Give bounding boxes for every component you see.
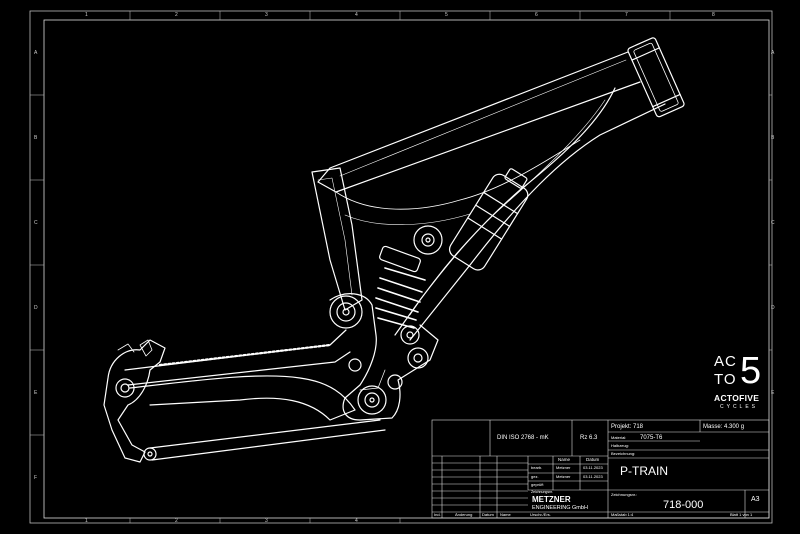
zone-col-2: 2 (175, 12, 178, 18)
company-sub: ENGINEERING GmbH (532, 505, 588, 511)
logo-brand: ACTOFIVE (714, 393, 760, 403)
top-tube (317, 51, 641, 193)
title-block-lines (431, 419, 770, 519)
name-header: Name (558, 457, 571, 462)
rear-dropout (103, 339, 166, 463)
lower-link (149, 419, 386, 461)
zone-row-B-right: B (771, 135, 775, 141)
zone-row-C-right: C (771, 220, 775, 226)
zone-col-7: 7 (625, 12, 628, 18)
zone-row-A-right: A (771, 50, 775, 56)
rear-shock (375, 225, 443, 345)
zone-row-A: A (34, 50, 38, 56)
zone-col-8: 8 (712, 12, 715, 18)
company-name: METZNER (532, 495, 571, 504)
zone-row-D-right: D (771, 305, 775, 311)
row-role-1: bearb. (531, 465, 543, 470)
zone-row-F: F (34, 475, 38, 481)
bottom-bracket-area (329, 293, 439, 421)
logo-to: TO (714, 371, 737, 388)
date-header: Datum (586, 457, 600, 462)
row-date-2: 03.11.2023 (583, 474, 603, 479)
zone-row-D: D (34, 305, 38, 311)
row-role-3: geprüft (531, 482, 544, 487)
zone-row-C: C (34, 220, 38, 226)
surface-roughness: Rz 6.3 (580, 435, 598, 441)
footer-date: Datum (482, 512, 494, 517)
zone-row-B: B (34, 135, 38, 141)
project-label: Projekt: 718 (611, 424, 644, 430)
seatstay (129, 375, 356, 421)
mass-label: Masse: 4.300 g (703, 424, 745, 430)
zone-col-6: 6 (535, 12, 538, 18)
footer-scale: Maßstab 1:4 (611, 512, 634, 517)
zone-col-1: 1 (85, 12, 88, 18)
tolerance-standard: DIN ISO 2768 - mK (497, 435, 549, 441)
designation-label: Bezeichnung: (611, 451, 636, 456)
zone-row-E-right: E (771, 390, 775, 396)
outer-border (29, 10, 773, 524)
seat-tube (311, 167, 363, 311)
down-tube (409, 103, 666, 341)
footer-name: Name (500, 512, 511, 517)
row-date-1: 03.11.2023 (583, 465, 603, 470)
zone-col-3: 3 (265, 12, 268, 18)
head-tube (627, 37, 685, 118)
row-name-1: Metzner (556, 465, 571, 470)
zone-col-3-bottom: 3 (265, 518, 268, 524)
material-value: 7075-T6 (640, 435, 663, 441)
zone-col-2-bottom: 2 (175, 518, 178, 524)
drawing-number-label: Zeichnungsnr.: (611, 492, 638, 497)
footer-sheet: Blatt 1 von 1 (730, 512, 753, 517)
zone-col-4-bottom: 4 (355, 518, 358, 524)
designation-value: P-TRAIN (620, 464, 668, 478)
zone-ticks (30, 11, 772, 523)
row-role-4: Zeichnungsnr. (531, 490, 553, 494)
drawing-number: 718-000 (663, 499, 704, 511)
footer-change: Änderung (455, 512, 473, 517)
zone-col-1-bottom: 1 (85, 518, 88, 524)
actofive-logo: AC TO 5 ACTOFIVE CYCLES (712, 350, 762, 418)
zone-row-E: E (34, 390, 38, 396)
sheet-size: A3 (751, 496, 760, 503)
water-bottle (448, 168, 529, 271)
zone-col-4: 4 (355, 12, 358, 18)
inner-border (43, 19, 770, 519)
footer-origin: Urschr./Ers. (530, 512, 551, 517)
bike-frame-drawing (103, 37, 685, 463)
logo-five: 5 (740, 350, 762, 392)
logo-sub: CYCLES (720, 404, 759, 410)
material-label: Material: (611, 435, 627, 440)
finish-label: Halbzeug: (611, 443, 630, 448)
logo-ac: AC (714, 353, 737, 370)
footer-index: Ind. (434, 512, 441, 517)
zone-col-5: 5 (445, 12, 448, 18)
row-role-2: gez. (531, 474, 539, 479)
row-name-2: Metzner (556, 474, 571, 479)
